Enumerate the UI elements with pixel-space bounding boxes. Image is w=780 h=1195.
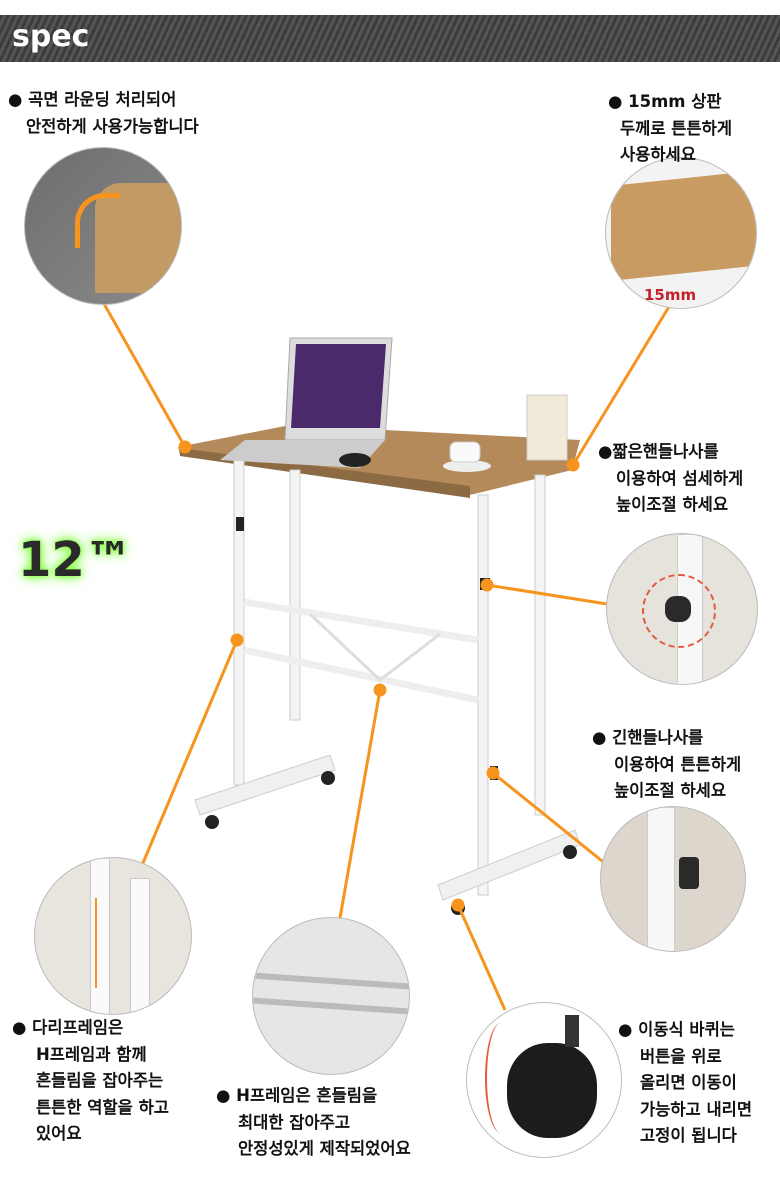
text-line: ● 이동식 바퀴는 (618, 1020, 735, 1039)
foot (437, 829, 581, 901)
foot (194, 754, 336, 816)
h-frame-photo (252, 917, 410, 1075)
connector-dot (486, 766, 500, 780)
caster-text: ● 이동식 바퀴는 버튼을 위로 올리면 이동이 가능하고 내리면 고정이 됩니… (618, 1017, 752, 1150)
text-line: 안전하게 사용가능합니다 (26, 116, 199, 136)
leg-tube (90, 858, 110, 1014)
connector-line (338, 689, 382, 919)
wheel-icon (507, 1043, 597, 1138)
spec-header: spec (0, 15, 780, 62)
text-line: ● 다리프레임은 (12, 1018, 124, 1037)
leg (289, 469, 301, 721)
h-frame-bar (243, 598, 479, 644)
leg-frame-photo (34, 857, 192, 1015)
knob-icon (665, 596, 691, 622)
caster (321, 771, 335, 785)
text-line: ●짧은핸들나사를 (598, 442, 719, 461)
connector-line (486, 583, 608, 606)
h-frame-bar (243, 646, 479, 704)
mouse (339, 453, 371, 467)
short-handle-photo (606, 533, 758, 685)
connector-line (101, 301, 187, 448)
text-line: 튼튼한 역할을 하고 (36, 1097, 169, 1117)
connector-line (492, 771, 608, 867)
callout-lines (101, 301, 672, 1011)
connector-line (456, 904, 507, 1011)
connector-dot (230, 633, 244, 647)
desk (178, 337, 581, 915)
text-line: ● 곡면 라운딩 처리되어 (8, 90, 177, 109)
text-line: 고정이 됩니다 (640, 1126, 737, 1145)
cup-saucer (443, 460, 491, 472)
text-line: 가능하고 내리면 (640, 1099, 753, 1119)
text-line: 최대한 잡아주고 (238, 1112, 351, 1132)
text-line: 흔들림을 잡아주는 (36, 1071, 164, 1090)
text-line: 사용하세요 (620, 145, 696, 164)
leg (534, 474, 546, 816)
top-thickness-photo: 15mm (605, 157, 757, 309)
text-line: 있어요 (36, 1124, 82, 1143)
h-frame-bar (253, 972, 409, 990)
long-handle-text: ● 긴핸들나사를 이용하여 튼튼하게 높이조절 하세요 (592, 725, 741, 805)
h-frame-brace (308, 612, 441, 682)
top-thickness-text: ● 15mm 상판 두께로 튼튼하게 사용하세요 (608, 89, 732, 169)
rounded-edge-text: ● 곡면 라운딩 처리되어 안전하게 사용가능합니다 (8, 87, 199, 140)
caster (205, 815, 219, 829)
h-frame-bar (253, 997, 409, 1015)
curve-marker (75, 193, 120, 248)
handle-screw (236, 517, 244, 531)
leg-tube (647, 807, 675, 951)
rotate-arrow-icon (485, 1023, 517, 1133)
wood-top (611, 170, 756, 281)
highlight-ring (642, 574, 716, 648)
caster (563, 845, 577, 859)
text-line: 이용하여 섬세하게 (616, 468, 744, 488)
caster-stem (565, 1015, 579, 1047)
text-line: ● 긴핸들나사를 (592, 728, 704, 747)
cup (449, 441, 481, 463)
knob-icon (679, 857, 699, 889)
h-frame-text: ● H프레임은 흔들림을 최대한 잡아주고 안정성있게 제작되었어요 (216, 1083, 411, 1163)
caster-photo (466, 1002, 622, 1158)
header-title: spec (12, 19, 90, 54)
text-line: 높이조절 하세요 (616, 495, 729, 514)
frame-marker (95, 898, 97, 988)
leg-frame-text: ● 다리프레임은 H프레임과 함께 흔들림을 잡아주는 튼튼한 역할을 하고 있… (12, 1015, 169, 1148)
text-line: 높이조절 하세요 (614, 781, 727, 800)
twelve-badge: 12™ (18, 532, 133, 588)
laptop-display (291, 344, 386, 428)
tea-box (526, 394, 568, 461)
connector-line (571, 304, 672, 466)
short-handle-text: ●짧은핸들나사를 이용하여 섬세하게 높이조절 하세요 (598, 439, 743, 519)
connector-dot (566, 458, 580, 472)
connector-line (138, 639, 239, 871)
connector-dot (451, 898, 465, 912)
connector-dot (373, 683, 387, 697)
text-line: 안정성있게 제작되었어요 (238, 1139, 411, 1158)
connector-dot (480, 578, 494, 592)
rounded-edge-photo (24, 147, 182, 305)
text-line: ● H프레임은 흔들림을 (216, 1086, 378, 1105)
thickness-label: 15mm (644, 286, 697, 304)
text-line: 두께로 튼튼하게 (620, 118, 733, 138)
connector-dot (178, 440, 192, 454)
leg (477, 494, 489, 896)
long-handle-photo (600, 806, 746, 952)
leg-tube (130, 878, 150, 1014)
text-line: 버튼을 위로 (640, 1046, 722, 1066)
text-line: H프레임과 함께 (36, 1044, 147, 1064)
text-line: 이용하여 튼튼하게 (614, 754, 742, 774)
leg (233, 454, 245, 786)
text-line: ● 15mm 상판 (608, 92, 722, 111)
text-line: 올리면 이동이 (640, 1073, 737, 1092)
